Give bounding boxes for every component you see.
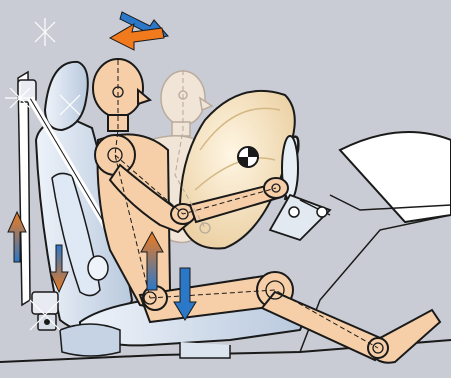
illustration-canvas	[0, 0, 451, 378]
crash-dummy-illustration	[0, 0, 451, 378]
